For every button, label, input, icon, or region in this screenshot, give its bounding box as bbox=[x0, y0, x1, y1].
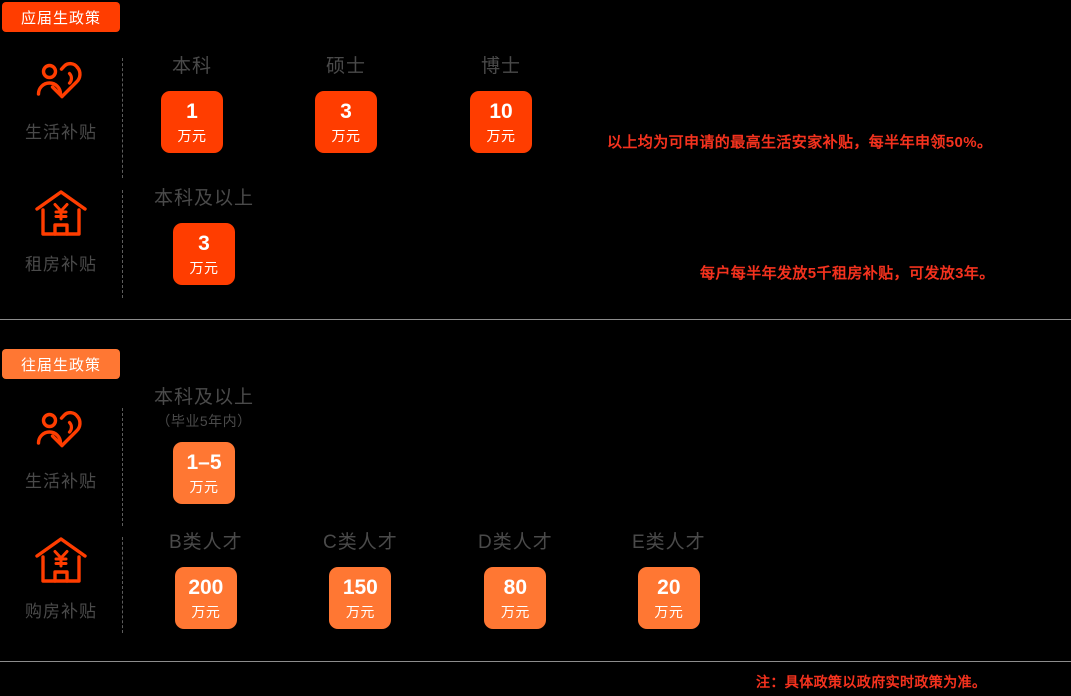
category-living-allowance-fresh: 生活补贴 bbox=[0, 56, 122, 143]
cell-bachelor-and-above-living-past: 本科及以上 （毕业5年内） 1–5 万元 bbox=[154, 387, 254, 504]
category-label: 租房补贴 bbox=[25, 255, 97, 274]
cell-talent-c: C类人才 150 万元 bbox=[323, 532, 398, 629]
amount-chip: 3 万元 bbox=[173, 222, 235, 285]
amount-value: 3 bbox=[340, 99, 352, 123]
cell-doctor-living: 博士 10 万元 bbox=[470, 56, 532, 153]
amount-unit: 万元 bbox=[177, 127, 207, 144]
row-divider-dashed bbox=[122, 190, 123, 298]
house-yuan-icon bbox=[33, 188, 89, 240]
amount-value: 1 bbox=[186, 99, 198, 123]
house-yuan-icon bbox=[33, 535, 89, 587]
footnote-disclaimer: 注：具体政策以政府实时政策为准。 bbox=[756, 674, 987, 690]
amount-chip: 1–5 万元 bbox=[173, 441, 235, 504]
cell-title: 硕士 bbox=[325, 56, 366, 77]
amount-chip: 150 万元 bbox=[329, 566, 392, 629]
cell-title: B类人才 bbox=[169, 532, 243, 553]
amount-chip: 200 万元 bbox=[174, 566, 237, 629]
amount-unit: 万元 bbox=[500, 603, 530, 620]
section-divider-top bbox=[0, 319, 1071, 320]
category-living-allowance-past: 生活补贴 bbox=[0, 405, 122, 492]
section-tag-label: 应届生政策 bbox=[20, 9, 101, 27]
cell-title: E类人才 bbox=[632, 532, 706, 553]
heart-person-icon bbox=[33, 56, 89, 108]
amount-value: 1–5 bbox=[186, 450, 222, 474]
cell-title: 本科 bbox=[171, 56, 212, 77]
amount-value: 3 bbox=[198, 231, 210, 255]
cell-title: 本科及以上 bbox=[154, 387, 255, 408]
amount-unit: 万元 bbox=[345, 603, 375, 620]
category-home-purchase-subsidy: 购房补贴 bbox=[0, 535, 122, 622]
row-divider-dashed bbox=[122, 408, 123, 526]
cell-title: D类人才 bbox=[478, 532, 553, 553]
cell-talent-b: B类人才 200 万元 bbox=[169, 532, 243, 629]
amount-value: 20 bbox=[657, 575, 681, 599]
section-tag-fresh-graduate: 应届生政策 bbox=[2, 2, 120, 32]
section-tag-past-graduate: 往届生政策 bbox=[2, 349, 120, 379]
cell-title: 博士 bbox=[480, 56, 521, 77]
amount-unit: 万元 bbox=[191, 603, 221, 620]
amount-unit: 万元 bbox=[654, 603, 684, 620]
category-rent-subsidy-fresh: 租房补贴 bbox=[0, 188, 122, 275]
cell-talent-e: E类人才 20 万元 bbox=[632, 532, 706, 629]
heart-person-icon bbox=[33, 405, 89, 457]
amount-chip: 10 万元 bbox=[470, 90, 532, 153]
note-living-allowance-fresh: 以上均为可申请的最高生活安家补贴，每半年申领50%。 bbox=[607, 134, 993, 151]
amount-value: 200 bbox=[188, 575, 224, 599]
amount-value: 80 bbox=[503, 575, 528, 599]
amount-value: 150 bbox=[342, 575, 378, 599]
section-tag-label: 往届生政策 bbox=[20, 356, 101, 374]
note-rent-subsidy-fresh: 每户每半年发放5千租房补贴，可发放3年。 bbox=[700, 265, 995, 282]
category-label: 购房补贴 bbox=[25, 602, 97, 621]
amount-value: 10 bbox=[489, 99, 513, 123]
cell-bachelor-and-above-rent: 本科及以上 3 万元 bbox=[154, 188, 254, 285]
cell-title: 本科及以上 bbox=[154, 188, 255, 209]
amount-chip: 3 万元 bbox=[315, 90, 377, 153]
amount-unit: 万元 bbox=[189, 478, 219, 495]
cell-title: C类人才 bbox=[323, 532, 398, 553]
category-label: 生活补贴 bbox=[25, 123, 97, 142]
amount-unit: 万元 bbox=[189, 259, 219, 276]
amount-unit: 万元 bbox=[331, 127, 361, 144]
section-divider-bottom bbox=[0, 661, 1071, 662]
category-label: 生活补贴 bbox=[25, 472, 97, 491]
cell-master-living: 硕士 3 万元 bbox=[315, 56, 377, 153]
amount-chip: 20 万元 bbox=[637, 566, 700, 629]
cell-subtitle: （毕业5年内） bbox=[156, 412, 252, 429]
cell-talent-d: D类人才 80 万元 bbox=[478, 532, 553, 629]
cell-bachelor-living: 本科 1 万元 bbox=[161, 56, 223, 153]
row-divider-dashed bbox=[122, 58, 123, 178]
amount-unit: 万元 bbox=[486, 127, 516, 144]
amount-chip: 80 万元 bbox=[484, 566, 547, 629]
row-divider-dashed bbox=[122, 537, 123, 633]
amount-chip: 1 万元 bbox=[161, 90, 223, 153]
